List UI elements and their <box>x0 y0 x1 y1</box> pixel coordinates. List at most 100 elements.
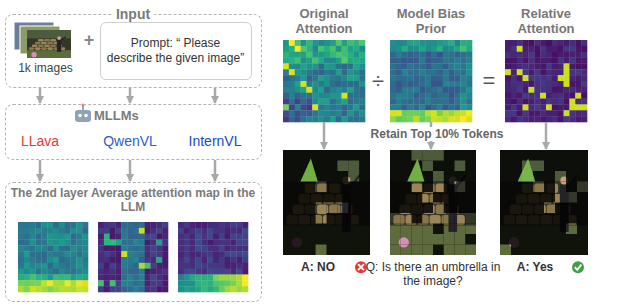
heat-cell <box>162 286 168 292</box>
heat-cell <box>236 251 242 257</box>
heat-cell <box>283 52 289 58</box>
question-text: Q: Is there an umbrella in the image? <box>358 260 508 289</box>
heat-cell <box>145 263 151 269</box>
heat-cell <box>184 228 190 234</box>
heat-cell <box>98 275 104 281</box>
heat-cell <box>396 116 402 122</box>
heat-cell <box>449 75 455 81</box>
heat-cell <box>546 52 552 58</box>
right-check <box>575 265 582 270</box>
heat-cell <box>336 104 342 110</box>
heat-cell <box>511 99 517 105</box>
heat-cell <box>283 87 289 93</box>
heat-cell <box>24 234 30 240</box>
heat-cell <box>47 257 53 263</box>
heat-cell <box>449 58 455 64</box>
heat-cell <box>396 81 402 87</box>
heat-cell <box>225 275 231 281</box>
heat-cell <box>18 234 24 240</box>
heat-cell <box>110 228 116 234</box>
heat-cell <box>196 222 202 228</box>
heat-cell <box>534 99 540 105</box>
heat-cell <box>65 275 71 281</box>
heat-cell <box>301 58 307 64</box>
heat-cell <box>59 280 65 286</box>
heat-cell <box>581 46 587 52</box>
heat-cell <box>528 75 534 81</box>
heat-cell <box>59 234 65 240</box>
heat-cell <box>231 263 237 269</box>
heat-cell <box>534 46 540 52</box>
heat-cell <box>318 99 324 105</box>
heat-cell <box>575 87 581 93</box>
heat-cell <box>402 104 408 110</box>
heat-cell <box>505 46 511 52</box>
heat-cell <box>289 104 295 110</box>
heat-cell <box>82 286 88 292</box>
heat-cell <box>59 222 65 228</box>
heat-cell <box>408 81 414 87</box>
heat-cell <box>437 87 443 93</box>
heat-cell <box>225 286 231 292</box>
heat-cell <box>540 104 546 110</box>
heat-cell <box>213 263 219 269</box>
right-icon <box>572 261 584 273</box>
heat-cell <box>127 263 133 269</box>
heat-cell <box>449 40 455 46</box>
heat-cell <box>318 63 324 69</box>
heat-cell <box>528 87 534 93</box>
heat-cell <box>301 52 307 58</box>
heat-cell <box>437 116 443 122</box>
heat-cell <box>59 240 65 246</box>
flow-arrow <box>39 160 42 181</box>
heat-cell <box>336 93 342 99</box>
heat-cell <box>207 286 213 292</box>
heat-cell <box>133 245 139 251</box>
masked-image: Q: Is there an umbrella in the image? <box>390 150 476 255</box>
hay-bale <box>41 47 47 50</box>
heat-cell <box>454 110 460 116</box>
hay-bale <box>44 45 50 48</box>
heat-cell <box>110 251 116 257</box>
heat-cell <box>552 104 558 110</box>
image-stack: 1k images <box>14 22 78 58</box>
heat-cell <box>306 69 312 75</box>
heat-cell <box>225 222 231 228</box>
hay-bale <box>32 45 38 48</box>
heat-cell <box>353 63 359 69</box>
heat-cell <box>359 87 365 93</box>
heat-cell <box>178 240 184 246</box>
heat-cell <box>76 269 82 275</box>
heat-cell <box>413 116 419 122</box>
heat-cell <box>443 116 449 122</box>
heat-cell <box>347 110 353 116</box>
heat-cell <box>449 46 455 52</box>
hay-bale <box>47 47 53 50</box>
heat-cell <box>466 69 472 75</box>
heat-cell <box>151 280 157 286</box>
heat-cell <box>402 52 408 58</box>
heat-cell <box>449 63 455 69</box>
heat-cell <box>312 69 318 75</box>
heat-cell <box>76 222 82 228</box>
heat-cell <box>564 104 570 110</box>
heat-cell <box>564 87 570 93</box>
heat-cell <box>330 52 336 58</box>
heat-cell <box>82 240 88 246</box>
heat-cell <box>283 81 289 87</box>
heat-cell <box>575 40 581 46</box>
heat-cell <box>18 222 24 228</box>
heat-cell <box>425 52 431 58</box>
heat-cell <box>162 251 168 257</box>
map-heading: Relative Attention <box>495 6 597 37</box>
heat-cell <box>65 257 71 263</box>
heat-cell <box>65 269 71 275</box>
heat-cell <box>295 81 301 87</box>
heat-cell <box>121 286 127 292</box>
heat-cell <box>419 63 425 69</box>
person-arm <box>61 37 66 40</box>
heat-cell <box>312 93 318 99</box>
heat-cell <box>225 234 231 240</box>
robot-eye <box>78 114 82 118</box>
heat-cell <box>301 99 307 105</box>
